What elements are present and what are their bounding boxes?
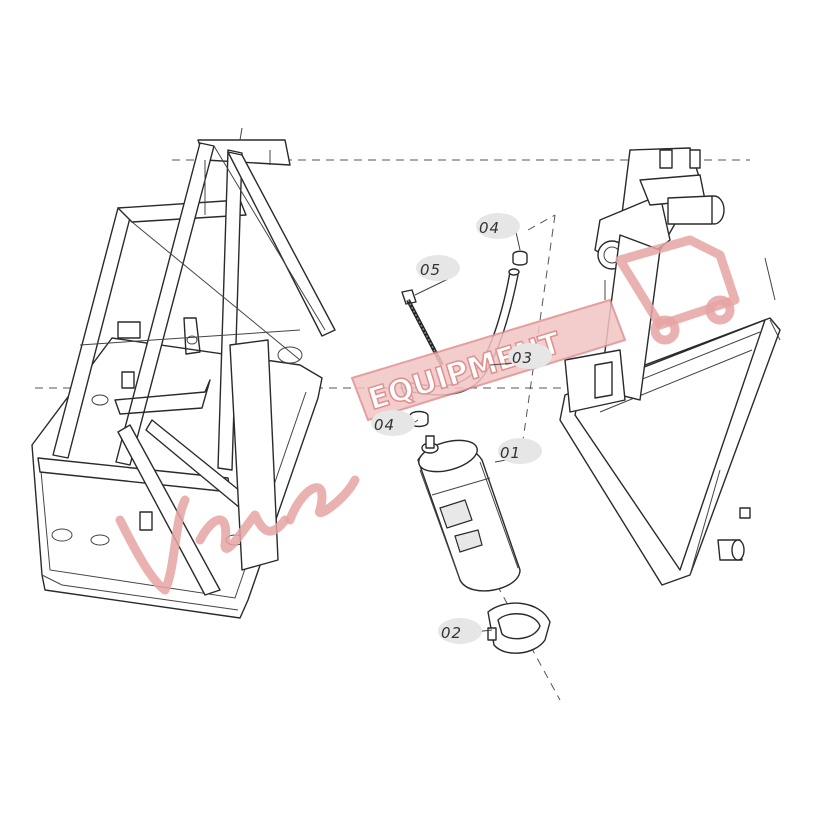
- callout-label-04a: 04: [479, 219, 500, 237]
- callout-04a: 04: [476, 213, 520, 239]
- radiator-core: [559, 147, 781, 586]
- callout-label-02: 02: [441, 624, 462, 642]
- tank-strap: [487, 602, 551, 654]
- callout-02: 02: [438, 618, 482, 644]
- callout-label-04b: 04: [374, 416, 395, 434]
- callout-label-03: 03: [512, 349, 533, 367]
- radiator-frame: [31, 127, 336, 619]
- callout-03: 03: [508, 343, 552, 369]
- callout-01: 01: [498, 438, 542, 464]
- callout-label-01: 01: [500, 444, 521, 462]
- callout-04b: 04: [371, 410, 415, 436]
- callout-05: 05: [416, 255, 460, 281]
- callout-label-05: 05: [420, 261, 441, 279]
- expansion-tank: [417, 435, 521, 592]
